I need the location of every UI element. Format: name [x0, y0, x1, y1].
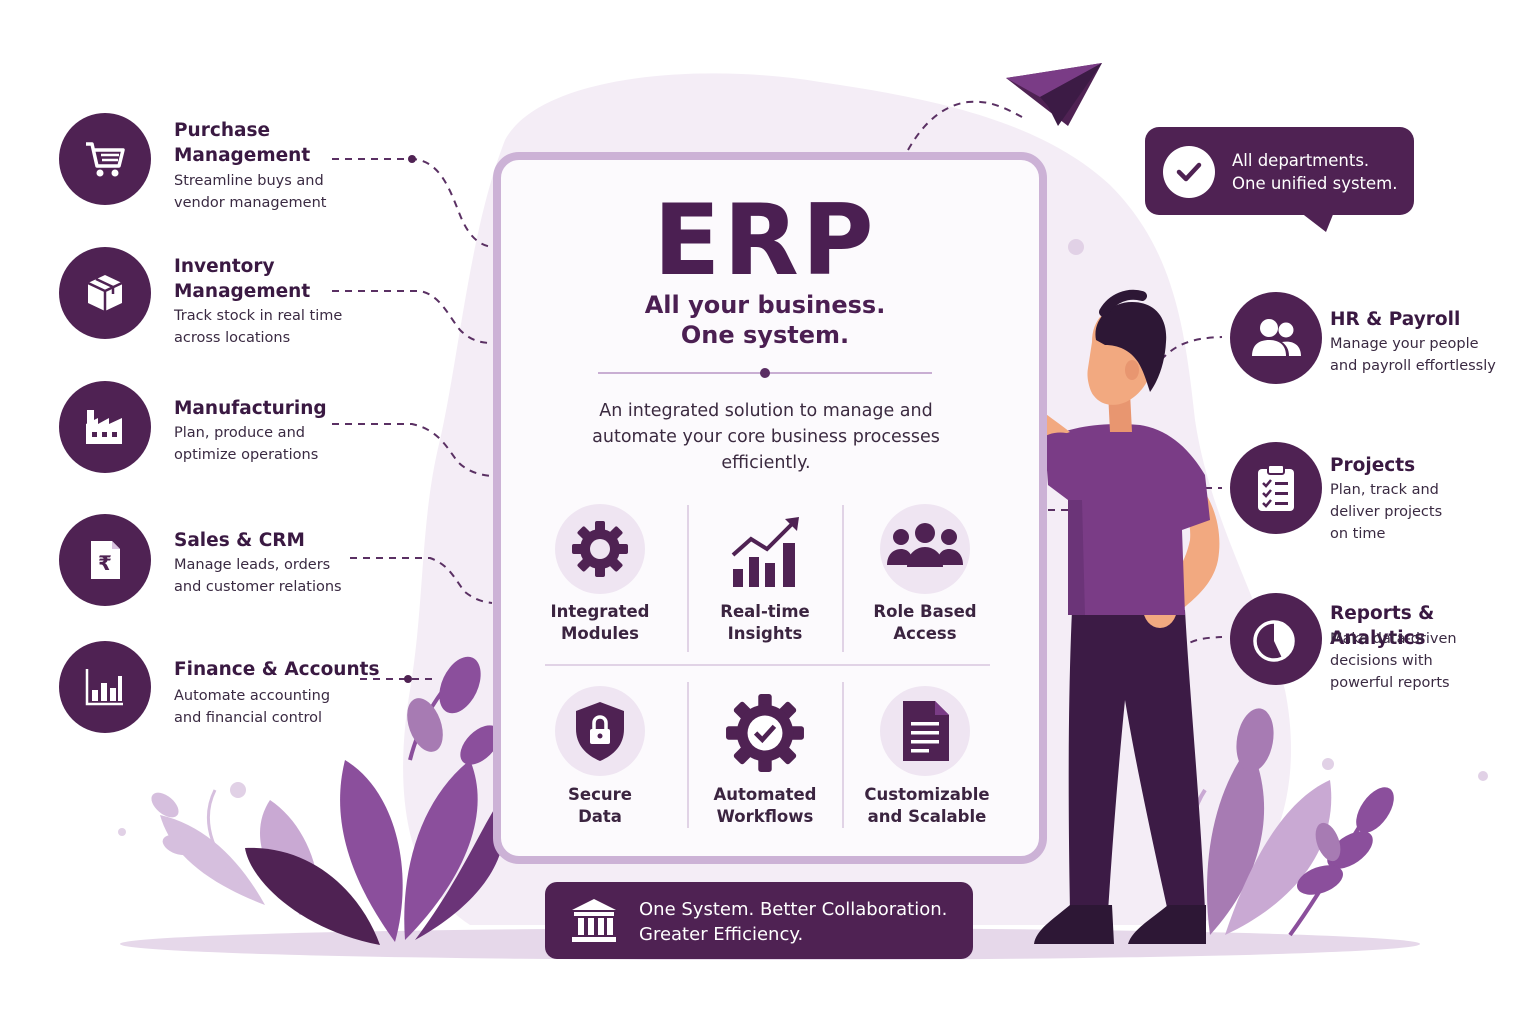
reports-analytics-badge[interactable]: [1230, 593, 1322, 685]
connector-dot: [408, 155, 416, 163]
purchase-management-badge[interactable]: [59, 113, 151, 205]
shopping-cart-icon: [86, 142, 125, 177]
banner-text-line1: One System. Better Collaboration.: [639, 899, 948, 920]
bubble-text-line1: All departments.: [1232, 151, 1370, 170]
module-role-access[interactable]: [880, 504, 970, 594]
connector-lines: [332, 100, 1223, 680]
erp-description: An integrated solution to manage and aut…: [592, 401, 940, 473]
bubble-text-line2: One unified system.: [1232, 174, 1398, 193]
inventory-management-badge[interactable]: [59, 247, 151, 339]
document-icon: [903, 701, 949, 761]
module-realtime[interactable]: [722, 508, 808, 594]
projects-badge[interactable]: [1230, 442, 1322, 534]
finance-accounts-badge[interactable]: [59, 641, 151, 733]
connector-dot: [404, 675, 412, 683]
gear-check-icon: [726, 694, 804, 772]
box-icon: [87, 275, 123, 311]
clipboard-checklist-icon: [1258, 464, 1294, 511]
svg-text:₹: ₹: [98, 551, 112, 575]
factory-icon: [86, 410, 122, 444]
erp-title: ERP: [653, 184, 877, 298]
people-group-icon: [887, 523, 963, 567]
feature-title: HR & Payroll: [1330, 309, 1461, 330]
users-icon: [1252, 319, 1301, 356]
bottom-banner: [545, 882, 973, 959]
erp-tagline-line2: One system.: [680, 321, 850, 349]
bank-building-icon: [572, 899, 616, 942]
left-plants: [118, 656, 505, 945]
erp-tagline-line1: All your business.: [644, 291, 886, 319]
gear-icon: [572, 521, 628, 577]
module-customizable[interactable]: [880, 686, 970, 776]
bar-chart-trend-icon: [731, 517, 799, 587]
divider: [598, 368, 932, 378]
speech-bubble-tail: [1300, 212, 1334, 232]
hr-payroll-badge[interactable]: [1230, 292, 1322, 384]
rupee-document-icon: ₹: [91, 541, 120, 579]
module-grid-lines: [545, 505, 990, 828]
feature-title: Projects: [1330, 455, 1416, 476]
banner-text-line2: Greater Efficiency.: [639, 924, 804, 945]
module-secure[interactable]: [555, 686, 645, 776]
pie-chart-icon: [1253, 620, 1295, 662]
feature-title: Reports & Analytics: [1330, 603, 1435, 649]
bar-chart-icon: [85, 669, 123, 706]
feature-title: Manufacturing: [174, 398, 327, 419]
module-automated[interactable]: [720, 688, 810, 778]
shield-lock-icon: [576, 702, 624, 761]
paper-plane-icon: [1006, 63, 1102, 126]
feature-title: Sales & CRM: [174, 530, 305, 551]
right-plants: [1068, 239, 1488, 937]
module-integrated[interactable]: [555, 504, 645, 594]
sales-crm-badge[interactable]: ₹: [59, 514, 151, 606]
check-circle-icon: [1163, 146, 1215, 198]
manufacturing-badge[interactable]: [59, 381, 151, 473]
feature-title: Finance & Accounts: [174, 659, 380, 680]
